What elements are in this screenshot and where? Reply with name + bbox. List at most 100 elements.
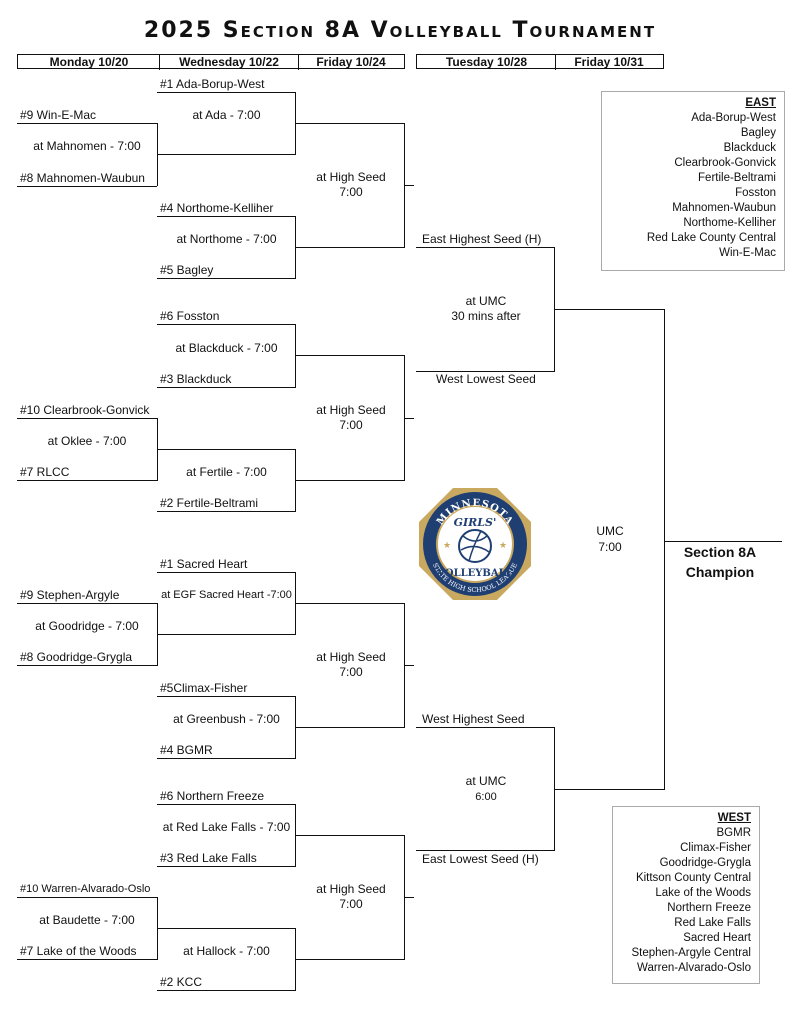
east-game2-site: at Northome - 7:00 [176, 232, 277, 246]
bracket-line [17, 959, 157, 961]
bracket-line [295, 727, 405, 729]
east-semi-top: East Highest Seed (H) [422, 232, 542, 246]
east-qf1-site: at High Seed [316, 170, 386, 184]
east-semi-time: 30 mins after [451, 309, 521, 323]
west-box-team: Goodridge-Grygla [659, 857, 751, 869]
bracket-line [295, 355, 405, 357]
west-box-team: Lake of the Woods [655, 887, 751, 899]
logo-star-right-icon: ★ [499, 540, 507, 550]
bracket-line [17, 665, 157, 667]
east-team-1: #1 Ada-Borup-West [160, 77, 265, 91]
east-box-team: Bagley [740, 127, 776, 139]
bracket-line [157, 154, 296, 156]
east-team-9: #9 Win-E-Mac [20, 108, 97, 122]
champion-label: Section 8A Champion [683, 544, 757, 580]
east-box-team: Ada-Borup-West [691, 112, 776, 124]
west-semi-top: West Highest Seed [422, 712, 525, 726]
east-team-3: #3 Blackduck [160, 372, 232, 386]
bracket-line [157, 511, 296, 513]
east-box-team: Fertile-Beltrami [698, 172, 776, 184]
bracket-line [295, 480, 405, 482]
west-qf2-time: 7:00 [339, 897, 363, 911]
page-title: 2025 Section 8A Volleyball Tournament [143, 18, 657, 43]
header-monday: Monday 10/20 [49, 55, 129, 69]
west-game1-site: at EGF Sacred Heart -7:00 [161, 589, 292, 601]
west-semi-site: at UMC [465, 774, 507, 788]
bracket-line [295, 123, 405, 125]
bracket-line [157, 572, 296, 574]
bracket-line [17, 186, 157, 188]
east-box-team: Clearbrook-Gonvick [674, 157, 776, 169]
east-team-10: #10 Clearbrook-Gonvick [20, 403, 150, 417]
west-box-team: Sacred Heart [683, 932, 751, 944]
east-qf1-time: 7:00 [339, 185, 363, 199]
bracket-line [404, 897, 414, 899]
logo-star-left-icon: ★ [443, 540, 451, 550]
bracket-line [416, 850, 555, 852]
bracket-line [157, 804, 296, 806]
logo-main-text: VOLLEYBALL [436, 568, 512, 579]
bracket-line [295, 959, 405, 961]
west-qf1-time: 7:00 [339, 665, 363, 679]
bracket-line [17, 603, 157, 605]
east-team-8: #8 Mahnomen-Waubun [20, 171, 145, 185]
bracket-line [157, 758, 296, 760]
mshsl-volleyball-logo: MINNESOTA STATE HIGH SCHOOL LEAGUE GIRLS… [419, 488, 531, 600]
bracket-line [17, 418, 157, 420]
bracket-line [295, 835, 405, 837]
west-box-team: Warren-Alvarado-Oslo [637, 962, 751, 974]
west-semi-time: 6:00 [475, 791, 497, 803]
west-team-4: #4 BGMR [160, 743, 213, 757]
bracket-line [157, 324, 296, 326]
bracket-line [157, 278, 296, 280]
west-team-5: #5Climax-Fisher [160, 681, 248, 695]
bracket-line [416, 247, 555, 249]
bracket-line [664, 541, 782, 543]
east-game3-site: at Blackduck - 7:00 [175, 341, 278, 355]
bracket-line [17, 897, 157, 899]
final-time: 7:00 [598, 540, 622, 554]
west-box-title: WEST [717, 812, 751, 824]
west-box-team: Climax-Fisher [680, 842, 751, 854]
bracket-line [404, 665, 414, 667]
west-game2-site: at Greenbush - 7:00 [173, 712, 280, 726]
bracket-line [157, 387, 296, 389]
bracket-line [157, 634, 296, 636]
west-box-team: Kittson County Central [635, 872, 751, 884]
final-site: UMC [596, 524, 624, 538]
bracket-line [157, 990, 296, 992]
west-qf2-site: at High Seed [316, 882, 386, 896]
west-team-3: #3 Red Lake Falls [160, 851, 257, 865]
header-friday-1024: Friday 10/24 [316, 55, 386, 69]
west-team-7: #7 Lake of the Woods [20, 944, 137, 958]
east-game00-site: at Oklee - 7:00 [47, 434, 127, 448]
bracket-line [157, 866, 296, 868]
west-game00-site: at Baudette - 7:00 [39, 913, 135, 927]
header-row-left: Monday 10/20 Wednesday 10/22 Friday 10/24 [17, 54, 405, 70]
east-team-4: #4 Northome-Kelliher [160, 201, 274, 215]
west-box-team: Northern Freeze [667, 902, 751, 914]
bracket-line [664, 309, 666, 790]
header-friday-1031: Friday 10/31 [574, 55, 644, 69]
west-team-6: #6 Northern Freeze [160, 789, 265, 803]
bracket-line [554, 309, 665, 311]
west-game3-site: at Red Lake Falls - 7:00 [162, 820, 291, 834]
east-box-team: Red Lake County Central [646, 232, 776, 244]
west-box-team: Stephen-Argyle Central [631, 947, 751, 959]
east-box-team: Win-E-Mac [719, 247, 776, 259]
west-game4-site: at Hallock - 7:00 [183, 944, 270, 958]
east-semi-site: at UMC [465, 294, 507, 308]
bracket-line [295, 247, 405, 249]
bracket-line [416, 727, 555, 729]
east-box-team: Blackduck [723, 142, 776, 154]
east-team-2: #2 Fertile-Beltrami [160, 496, 259, 510]
header-wednesday: Wednesday 10/22 [159, 55, 299, 70]
header-tuesday: Tuesday 10/28 [418, 55, 556, 70]
west-team-9: #9 Stephen-Argyle [20, 588, 120, 602]
east-team-6: #6 Fosston [160, 309, 220, 323]
west-qf1-site: at High Seed [316, 650, 386, 664]
west-team-1: #1 Sacred Heart [160, 557, 248, 571]
bracket-line [295, 603, 405, 605]
bracket-line [17, 480, 157, 482]
